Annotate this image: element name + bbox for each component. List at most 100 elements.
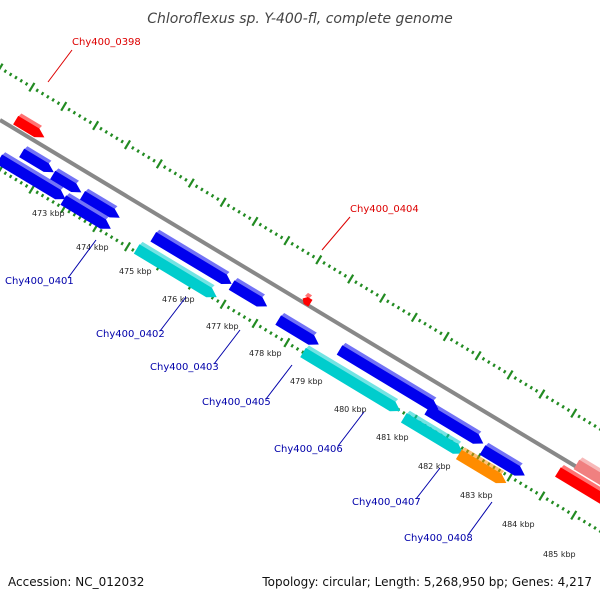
- cds-chy400-0403-shade: [234, 278, 265, 298]
- cds-chy400-0406[interactable]: [300, 347, 401, 412]
- outer-ring-minor-tick: [83, 117, 87, 122]
- outer-ring-minor-tick: [370, 289, 374, 294]
- inner-ring-minor-tick: [14, 177, 18, 182]
- gene-label-leader: [337, 411, 365, 447]
- outer-ring-minor-tick: [269, 229, 273, 233]
- outer-ring-major-tick: [474, 350, 482, 361]
- outer-ring-minor-tick: [301, 248, 305, 253]
- genome-backbone: [0, 118, 600, 483]
- gene-label[interactable]: Chy400_0402: [96, 329, 165, 340]
- outer-ring-minor-tick: [109, 133, 114, 138]
- cds-upper-1[interactable]: [19, 148, 54, 173]
- inner-ring-minor-tick: [295, 347, 300, 351]
- outer-ring-minor-tick: [534, 388, 539, 393]
- inner-ring-minor-tick: [67, 209, 71, 214]
- outer-ring-major-tick: [442, 331, 450, 342]
- outer-ring-major-tick: [92, 120, 100, 131]
- cds-long-1[interactable]: [150, 232, 232, 285]
- cds-upper-5-shade: [485, 442, 523, 467]
- inner-ring-minor-tick: [19, 180, 24, 185]
- outer-ring-minor-tick: [274, 232, 279, 237]
- outer-ring-minor-tick: [258, 222, 263, 227]
- gene-label[interactable]: Chy400_0407: [352, 497, 421, 508]
- inner-ring-minor-tick: [518, 481, 523, 486]
- outer-ring-minor-tick: [455, 340, 459, 345]
- gene-label[interactable]: Chy400_0405: [202, 397, 271, 408]
- outer-ring-minor-tick: [67, 107, 71, 112]
- outer-ring-minor-tick: [40, 91, 45, 96]
- rna-gene-chy400-0398[interactable]: [13, 115, 45, 138]
- outer-ring-minor-tick: [306, 251, 310, 256]
- rna-gene-edge[interactable]: [555, 467, 600, 504]
- outer-ring-minor-tick: [237, 209, 241, 214]
- inner-ring-minor-tick: [263, 327, 268, 332]
- rna-gene-chy400-0404[interactable]: [302, 297, 313, 307]
- cds-chy400-0401[interactable]: [60, 195, 111, 229]
- inner-ring-minor-tick: [534, 490, 539, 495]
- inner-ring-minor-tick: [24, 184, 29, 188]
- outer-ring-minor-tick: [194, 184, 199, 189]
- scale-tick-label: 473 kbp: [32, 209, 65, 218]
- outer-ring-minor-tick: [173, 171, 178, 176]
- outer-ring-major-tick: [410, 312, 418, 323]
- gene-label[interactable]: Chy400_0401: [5, 276, 74, 287]
- outer-ring-major-tick: [570, 408, 578, 419]
- inner-ring-minor-tick: [40, 193, 45, 198]
- gene-label-leader: [67, 239, 97, 279]
- inner-ring-minor-tick: [83, 219, 87, 224]
- cds-long-1-shade: [156, 229, 230, 275]
- inner-ring-minor-tick: [577, 516, 581, 521]
- inner-ring-major-tick: [506, 472, 514, 482]
- outer-ring-minor-tick: [407, 312, 411, 317]
- cds-lower-1[interactable]: [0, 154, 66, 200]
- outer-ring-minor-tick: [396, 305, 401, 310]
- gene-label[interactable]: Chy400_0404: [350, 204, 419, 215]
- cds-chy400-0407[interactable]: [400, 413, 464, 454]
- outer-ring-major-tick: [506, 370, 514, 380]
- cds-upper-2[interactable]: [50, 170, 82, 193]
- gene-label[interactable]: Chy400_0408: [404, 533, 473, 544]
- outer-ring-minor-tick: [146, 155, 151, 160]
- faded-gene-edge[interactable]: [573, 459, 600, 500]
- outer-ring-major-tick: [347, 274, 355, 284]
- inner-ring-minor-tick: [301, 350, 305, 355]
- gene-label[interactable]: Chy400_0403: [150, 362, 219, 373]
- inner-ring-major-tick: [251, 318, 259, 329]
- outer-ring-minor-tick: [587, 420, 592, 425]
- scale-tick-label: 479 kbp: [290, 377, 323, 386]
- gene-label-leader: [265, 364, 293, 400]
- outer-ring-minor-tick: [24, 82, 29, 86]
- inner-ring-minor-tick: [593, 526, 597, 530]
- gene-label-leader: [467, 501, 493, 536]
- outer-ring-minor-tick: [449, 337, 454, 342]
- inner-ring-major-tick: [28, 184, 36, 195]
- outer-ring-minor-tick: [14, 75, 18, 80]
- gene-label-leader: [159, 296, 187, 332]
- outer-ring-minor-tick: [354, 280, 358, 285]
- gene-label-leader: [213, 329, 241, 365]
- scale-tick-label: 484 kbp: [502, 520, 535, 529]
- outer-ring-minor-tick: [8, 72, 13, 77]
- outer-ring-minor-tick: [19, 78, 24, 83]
- cds-long-2-shade: [342, 342, 437, 401]
- cds-chy400-0401-shade: [66, 193, 109, 220]
- outer-ring-minor-tick: [290, 241, 294, 246]
- outer-ring-major-tick: [251, 216, 259, 227]
- outer-ring-minor-tick: [556, 401, 560, 406]
- outer-ring-minor-tick: [279, 235, 284, 240]
- inner-ring-minor-tick: [46, 196, 50, 201]
- outer-ring-minor-tick: [401, 308, 406, 313]
- outer-ring-minor-tick: [311, 254, 316, 259]
- cds-upper-1-shade: [24, 146, 52, 164]
- inner-ring-minor-tick: [216, 299, 220, 303]
- outer-ring-minor-tick: [35, 88, 39, 93]
- gene-label[interactable]: Chy400_0398: [72, 37, 141, 48]
- accession-label: Accession: NC_012032: [8, 575, 144, 589]
- outer-ring-minor-tick: [205, 190, 209, 195]
- cds-upper-3-shade: [85, 188, 118, 210]
- outer-ring-minor-tick: [295, 245, 300, 249]
- gene-label[interactable]: Chy400_0406: [274, 444, 343, 455]
- outer-ring-minor-tick: [577, 414, 581, 419]
- outer-ring-minor-tick: [428, 324, 433, 329]
